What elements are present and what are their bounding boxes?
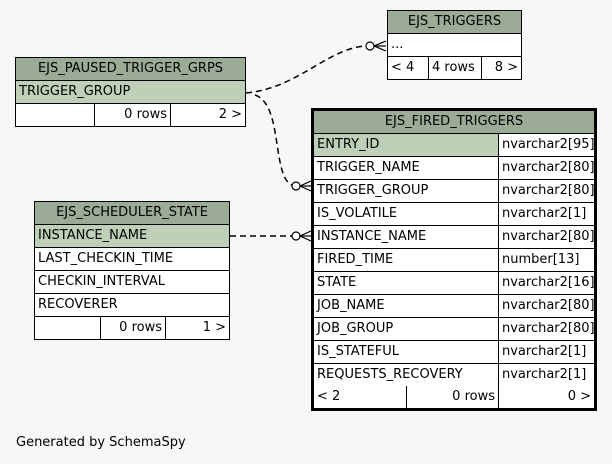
children-count[interactable]: 8 > xyxy=(481,57,521,79)
table-ejs-scheduler-state[interactable]: EJS_SCHEDULER_STATE INSTANCE_NAME LAST_C… xyxy=(34,201,230,340)
table-row[interactable]: INSTANCE_NAME nvarchar2[80] xyxy=(314,226,594,249)
parents-count[interactable]: < 2 xyxy=(317,389,341,404)
parents-count xyxy=(35,317,100,339)
row-count: 0 rows xyxy=(100,317,165,339)
table-row[interactable]: JOB_NAME nvarchar2[80] xyxy=(314,295,594,318)
relationship-triggers-paused xyxy=(245,45,371,94)
column-name[interactable]: JOB_NAME xyxy=(317,298,385,313)
column-name[interactable]: FIRED_TIME xyxy=(317,252,394,267)
column-name[interactable]: STATE xyxy=(317,275,357,290)
table-ejs-triggers[interactable]: EJS_TRIGGERS ... < 4 4 rows 8 > xyxy=(387,10,522,80)
column-type: nvarchar2[80] xyxy=(498,295,594,317)
column-type: nvarchar2[80] xyxy=(498,157,594,179)
column-type: nvarchar2[80] xyxy=(498,318,594,340)
table-title[interactable]: EJS_TRIGGERS xyxy=(388,11,521,34)
crows-foot-fired-instance-name xyxy=(291,230,312,242)
table-row[interactable]: STATE nvarchar2[16] xyxy=(314,272,594,295)
table-title[interactable]: EJS_FIRED_TRIGGERS xyxy=(314,111,594,134)
table-row[interactable]: IS_STATEFUL nvarchar2[1] xyxy=(314,341,594,364)
column-type: number[13] xyxy=(498,249,594,271)
column-checkin-interval[interactable]: CHECKIN_INTERVAL xyxy=(38,274,165,289)
column-name[interactable]: TRIGGER_GROUP xyxy=(317,183,429,198)
column-name[interactable]: ENTRY_ID xyxy=(314,134,498,156)
table-row[interactable]: TRIGGER_NAME nvarchar2[80] xyxy=(314,157,594,180)
column-trigger-group[interactable]: TRIGGER_GROUP xyxy=(19,84,131,99)
column-name[interactable]: IS_STATEFUL xyxy=(317,344,400,359)
column-recoverer[interactable]: RECOVERER xyxy=(38,297,118,312)
table-title[interactable]: EJS_SCHEDULER_STATE xyxy=(35,202,229,225)
column-type: nvarchar2[80] xyxy=(498,226,594,248)
table-row[interactable]: TRIGGER_GROUP nvarchar2[80] xyxy=(314,180,594,203)
column-type: nvarchar2[1] xyxy=(498,203,594,225)
table-title[interactable]: EJS_PAUSED_TRIGGER_GRPS xyxy=(16,58,245,81)
column-type: nvarchar2[80] xyxy=(498,180,594,202)
row-count: 0 rows xyxy=(94,104,170,126)
column-name[interactable]: REQUESTS_RECOVERY xyxy=(317,367,463,382)
row-count: 4 rows xyxy=(428,57,481,79)
parents-count xyxy=(16,104,94,126)
table-row[interactable]: FIRED_TIME number[13] xyxy=(314,249,594,272)
relationship-paused-fired xyxy=(254,94,297,187)
column-row[interactable]: ... xyxy=(391,37,404,52)
children-count[interactable]: 2 > xyxy=(170,104,245,126)
column-type: nvarchar2[1] xyxy=(498,341,594,363)
column-name[interactable]: INSTANCE_NAME xyxy=(317,229,427,244)
column-name[interactable]: IS_VOLATILE xyxy=(317,206,398,221)
table-ejs-paused-trigger-grps[interactable]: EJS_PAUSED_TRIGGER_GRPS TRIGGER_GROUP 0 … xyxy=(15,57,246,127)
children-count[interactable]: 1 > xyxy=(165,317,229,339)
column-type: nvarchar2[95] xyxy=(498,134,594,156)
crows-foot-triggers xyxy=(365,40,387,52)
generated-by-text: Generated by SchemaSpy xyxy=(16,435,186,450)
column-last-checkin-time[interactable]: LAST_CHECKIN_TIME xyxy=(38,251,174,266)
crows-foot-fired-trigger-group xyxy=(291,180,312,192)
table-row[interactable]: IS_VOLATILE nvarchar2[1] xyxy=(314,203,594,226)
children-count: 0 > xyxy=(498,386,594,408)
parents-count[interactable]: < 4 xyxy=(391,60,415,75)
table-row[interactable]: JOB_GROUP nvarchar2[80] xyxy=(314,318,594,341)
column-type: nvarchar2[16] xyxy=(498,272,594,294)
column-instance-name[interactable]: INSTANCE_NAME xyxy=(38,228,148,243)
column-name[interactable]: TRIGGER_NAME xyxy=(317,160,420,175)
row-count: 0 rows xyxy=(406,386,498,408)
column-name[interactable]: JOB_GROUP xyxy=(317,321,394,336)
table-row[interactable]: REQUESTS_RECOVERY nvarchar2[1] xyxy=(314,364,594,386)
column-type: nvarchar2[1] xyxy=(498,364,594,386)
